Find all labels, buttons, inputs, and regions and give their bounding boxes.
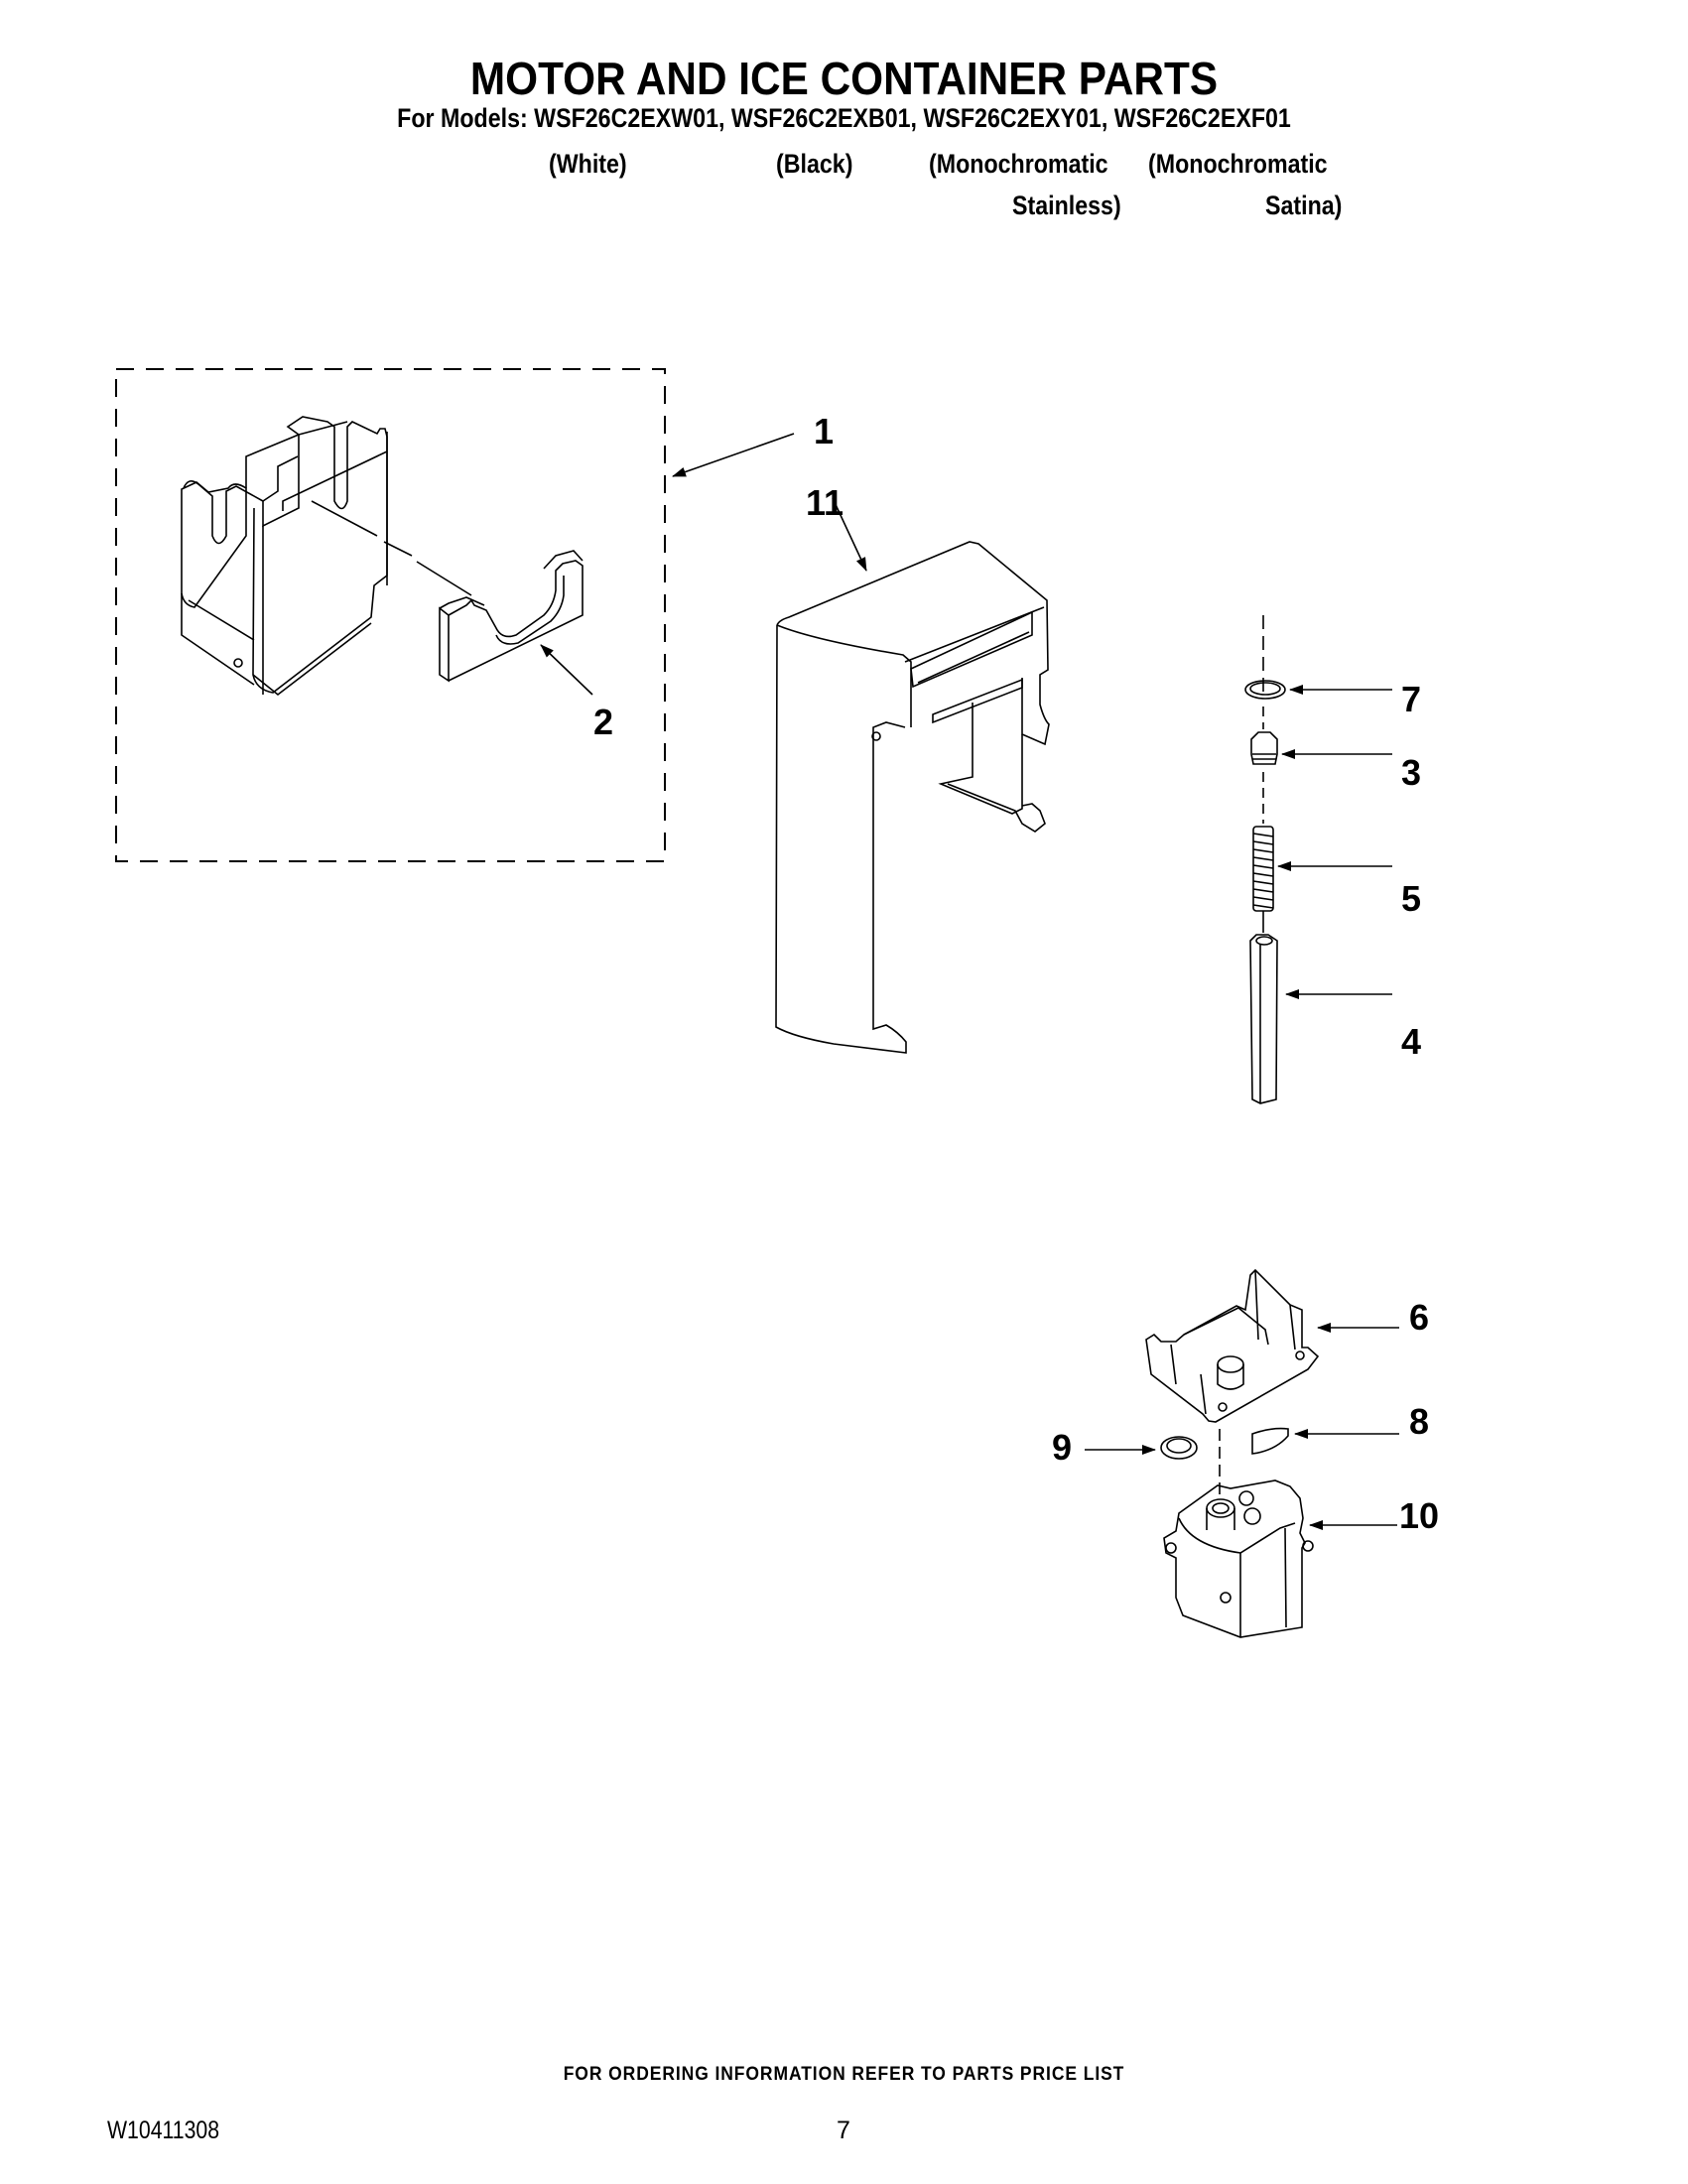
leader-2 — [540, 644, 593, 696]
callout-7: 7 — [1401, 679, 1422, 719]
grommet-9-drawing — [1160, 1436, 1198, 1460]
callout-11: 11 — [806, 482, 844, 523]
leader-1 — [672, 433, 795, 477]
motor-10-drawing — [1163, 1479, 1314, 1638]
ice-container-drawing — [181, 416, 388, 697]
models-line: For Models: WSF26C2EXW01, WSF26C2EXB01, … — [397, 103, 1291, 133]
callout-9: 9 — [1052, 1427, 1073, 1468]
pad-8-drawing — [1251, 1427, 1289, 1455]
color-white: (White) — [549, 149, 627, 179]
callout-10: 10 — [1399, 1495, 1440, 1536]
alignment-line — [311, 500, 472, 596]
color-black: (Black) — [776, 149, 853, 179]
color-stainless-line2: Stainless) — [1012, 191, 1121, 220]
color-stainless-line1: (Monochromatic — [929, 149, 1108, 179]
callout-2: 2 — [593, 702, 614, 742]
shaft-4-drawing — [1249, 934, 1278, 1104]
callout-4: 4 — [1401, 1021, 1422, 1062]
callout-8: 8 — [1409, 1401, 1430, 1442]
coupler-3-drawing — [1250, 731, 1278, 765]
ordering-note: FOR ORDERING INFORMATION REFER TO PARTS … — [563, 2064, 1125, 2085]
callout-6: 6 — [1409, 1297, 1430, 1338]
callout-5: 5 — [1401, 878, 1422, 919]
motor-bracket-6-drawing — [1145, 1268, 1320, 1423]
chute-cover-drawing — [775, 541, 1050, 1054]
washer-7-drawing — [1244, 680, 1286, 700]
assembly-boundary-box — [115, 368, 666, 862]
callout-1: 1 — [814, 411, 835, 451]
leader-11 — [832, 497, 867, 572]
spring-5-drawing — [1252, 826, 1274, 912]
callout-3: 3 — [1401, 752, 1422, 793]
page-title: MOTOR AND ICE CONTAINER PARTS — [469, 53, 1219, 104]
color-satina-line1: (Monochromatic — [1148, 149, 1328, 179]
document-number: W10411308 — [107, 2117, 220, 2144]
front-bracket-drawing — [439, 550, 584, 683]
page-number: 7 — [837, 2117, 850, 2144]
color-satina-line2: Satina) — [1265, 191, 1343, 220]
